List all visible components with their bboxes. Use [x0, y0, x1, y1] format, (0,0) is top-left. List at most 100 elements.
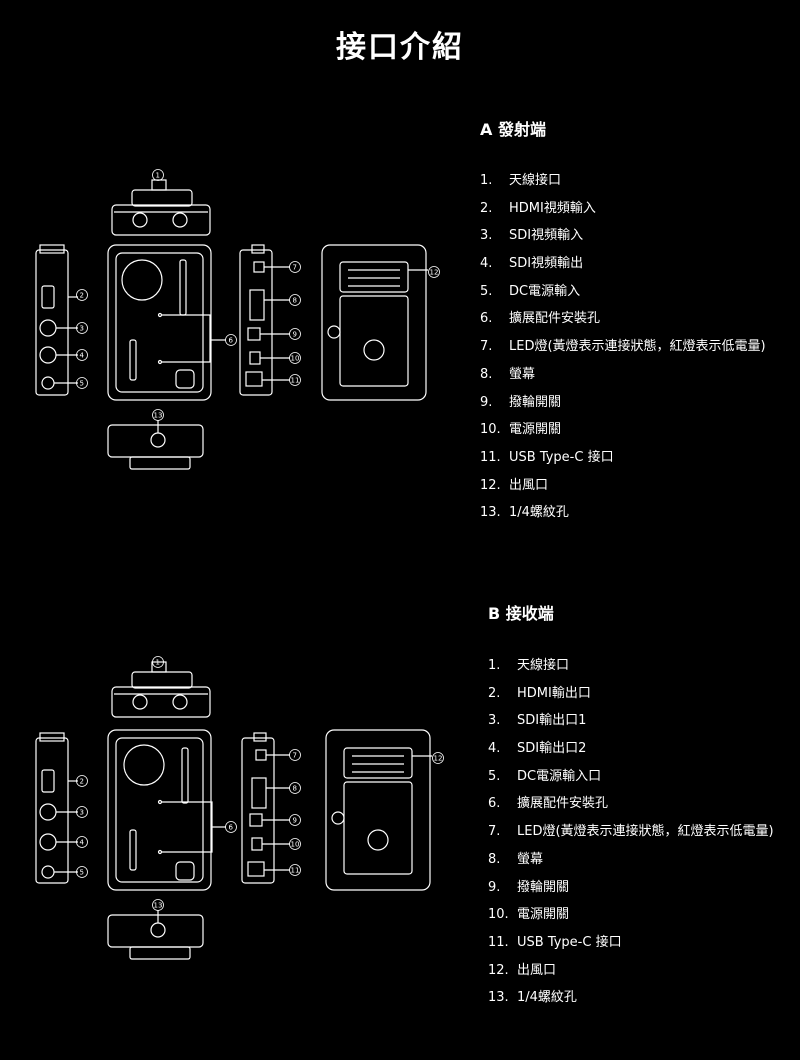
item-number: 3.: [480, 228, 493, 244]
item-label: 擴展配件安裝孔: [517, 796, 609, 812]
item-number: 13.: [488, 990, 509, 1006]
svg-text:5: 5: [80, 380, 84, 388]
item-number: 6.: [488, 796, 501, 812]
item-label: LED燈(黃燈表示連接狀態，紅燈表示低電量): [517, 824, 774, 840]
svg-text:7: 7: [293, 264, 297, 272]
item-number: 2.: [488, 685, 501, 701]
item-number: 8.: [488, 851, 501, 867]
list-item: 11.USB Type-C 接口: [488, 929, 774, 957]
list-item: 8. 螢幕: [480, 361, 766, 389]
front-view-drawing: [107, 244, 226, 401]
list-item: 2. HDMI視頻輸入: [480, 195, 766, 223]
item-number: 10.: [488, 907, 509, 923]
list-item: 13. 1/4螺紋孔: [480, 499, 766, 527]
section-title: B 接收端: [488, 604, 554, 623]
svg-text:2: 2: [80, 778, 84, 786]
item-number: 9.: [480, 394, 493, 410]
receiver-diagram: 1 2 3 4 5 6 7 8 9 10 11 12 13: [0, 590, 470, 970]
back-view-drawing: [325, 729, 432, 891]
item-label: 1/4螺紋孔: [517, 990, 577, 1006]
svg-text:6: 6: [229, 824, 234, 832]
list-item: 4. SDI輸出口2: [488, 735, 774, 763]
svg-text:3: 3: [80, 325, 84, 333]
svg-text:4: 4: [80, 839, 85, 847]
item-number: 7.: [480, 339, 493, 355]
item-number: 7.: [488, 824, 501, 840]
item-number: 12.: [480, 477, 501, 493]
item-label: HDMI視頻輸入: [509, 200, 596, 216]
item-label: USB Type-C 接口: [517, 934, 622, 950]
list-item: 2.HDMI輸出口: [488, 680, 774, 708]
item-label: LED燈(黃燈表示連接狀態，紅燈表示低電量): [509, 339, 766, 355]
svg-text:11: 11: [291, 867, 300, 875]
transmitter-diagram: 1 2 3 4 5 6 7 8 9 10 11 12 13: [0, 100, 470, 480]
item-number: 5.: [488, 768, 501, 784]
item-label: 擴展配件安裝孔: [509, 311, 601, 327]
list-item: 5. DC電源輸入: [480, 278, 766, 306]
item-number: 2.: [480, 200, 493, 216]
item-label: SDI視頻輸入: [509, 228, 584, 244]
item-label: 撥輪開關: [517, 879, 570, 895]
svg-text:8: 8: [293, 785, 297, 793]
list-item: 9. 撥輪開關: [480, 389, 766, 417]
svg-text:13: 13: [154, 902, 163, 910]
item-label: 出風口: [517, 962, 557, 978]
item-number: 5.: [480, 283, 493, 299]
item-number: 4.: [480, 256, 493, 272]
svg-text:7: 7: [293, 752, 297, 760]
list-item: 12. 出風口: [480, 472, 766, 500]
item-label: 螢幕: [509, 366, 536, 382]
svg-text:1: 1: [156, 172, 160, 180]
back-view-drawing: [321, 244, 428, 401]
list-item: 12.出風口: [488, 957, 774, 985]
svg-text:8: 8: [293, 297, 297, 305]
callout-markers: 1 2 3 4 5 6 7 8 9 10 11 12 13: [76, 656, 444, 911]
list-item: 10. 電源開關: [480, 416, 766, 444]
item-label: 出風口: [509, 477, 549, 493]
page-title: 接口介紹: [336, 30, 464, 65]
item-number: 3.: [488, 713, 501, 729]
item-number: 10.: [480, 422, 501, 438]
item-label: DC電源輸入口: [517, 768, 602, 784]
item-label: 電源開關: [509, 422, 562, 438]
item-number: 8.: [480, 366, 493, 382]
item-label: 1/4螺紋孔: [509, 505, 569, 521]
callout-markers: 1 2 3 4 5 6 7 8 9 10 11 12 13: [76, 169, 440, 421]
list-item: 7. LED燈(黃燈表示連接狀態，紅燈表示低電量): [488, 818, 774, 846]
svg-text:11: 11: [291, 377, 300, 385]
section-title: A 發射端: [480, 120, 546, 139]
svg-text:10: 10: [291, 355, 300, 363]
item-label: SDI輸出口2: [517, 741, 587, 757]
item-label: 螢幕: [517, 851, 544, 867]
item-number: 1.: [488, 658, 501, 673]
section-receiver: 1 2 3 4 5 6 7 8 9 10 11 12 13 B 接收端 1.天線…: [0, 590, 800, 1060]
interface-list: 1. 天線接口 2. HDMI視頻輸入 3. SDI視頻輸入 4.SDI視頻輸出 5.…: [480, 167, 766, 527]
item-label: SDI輸出口1: [517, 713, 587, 729]
list-item: 11.USB Type-C 接口: [480, 444, 766, 472]
section-transmitter: 1 2 3 4 5 6 7 8 9 10 11 12 13 A 發射端 1.天線…: [0, 100, 800, 570]
item-number: 1.: [480, 173, 493, 188]
item-label: DC電源輸入: [509, 283, 581, 299]
svg-text:12: 12: [434, 755, 443, 763]
svg-text:9: 9: [293, 817, 297, 825]
item-number: 4.: [488, 741, 501, 757]
front-view-drawing: [107, 729, 226, 891]
left-side-drawing: [35, 732, 78, 884]
list-item: 1. 天線接口: [480, 167, 766, 195]
svg-text:13: 13: [154, 412, 163, 420]
bottom-view-drawing: [107, 910, 204, 960]
item-number: 6.: [480, 311, 493, 327]
top-view-drawing: [111, 179, 211, 236]
item-label: 天線接口: [509, 173, 562, 188]
list-item: 13. 1/4螺紋孔: [488, 984, 774, 1012]
list-item: 5. DC電源輸入口: [488, 763, 774, 791]
list-item: 8. 螢幕: [488, 846, 774, 874]
item-label: 撥輪開關: [509, 394, 562, 410]
svg-text:2: 2: [80, 292, 84, 300]
svg-text:5: 5: [80, 869, 84, 877]
list-item: 1.天線接口: [488, 652, 774, 680]
svg-text:3: 3: [80, 809, 84, 817]
list-item: 4.SDI視頻輸出: [480, 250, 766, 278]
item-number: 13.: [480, 505, 501, 521]
item-number: 9.: [488, 879, 501, 895]
